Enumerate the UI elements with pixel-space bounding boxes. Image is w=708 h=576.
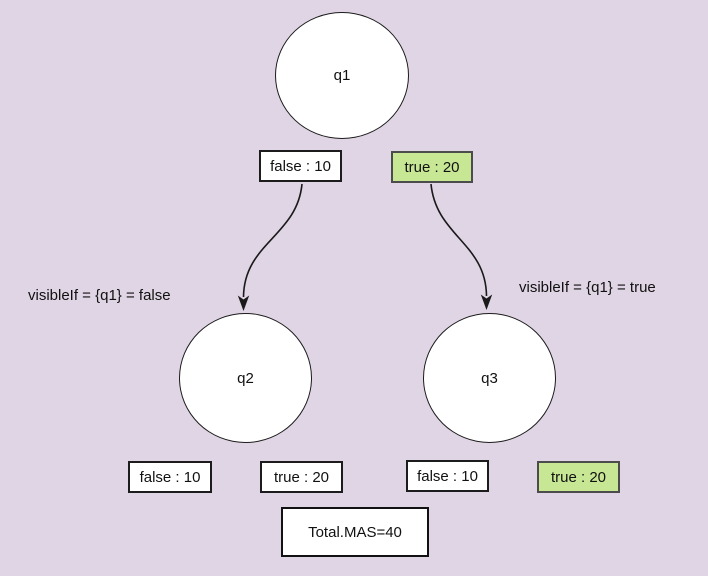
value-box-q1-false[interactable]: false : 10 [259,150,342,182]
visibleif-annotation-left-text: visibleIf = {q1} = false [28,287,171,304]
total-box[interactable]: Total.MAS=40 [281,507,429,557]
edge-q1-true-to-q3 [430,183,488,297]
value-box-q2-true-label: true : 20 [273,468,330,486]
visibleif-annotation-right: visibleIf = {q1} = true [519,279,656,296]
arrowhead-to-q2-icon [237,295,250,311]
visibleif-annotation-right-text: visibleIf = {q1} = true [519,279,656,296]
value-box-q2-false-label: false : 10 [139,468,201,486]
value-box-q1-true-label: true : 20 [404,158,460,176]
node-q3[interactable]: q3 [423,313,556,443]
node-q2[interactable]: q2 [179,313,312,443]
value-box-q3-true-label: true : 20 [550,468,607,486]
node-q1[interactable]: q1 [275,12,409,139]
value-box-q3-false[interactable]: false : 10 [406,460,489,492]
node-q1-label: q1 [333,67,351,84]
value-box-q3-false-label: false : 10 [417,467,478,485]
value-box-q2-false[interactable]: false : 10 [128,461,212,493]
edge-q1-false-to-q2 [242,183,303,298]
value-box-q1-false-label: false : 10 [270,157,331,175]
total-box-label: Total.MAS=40 [308,523,402,541]
node-q3-label: q3 [481,369,498,387]
node-q2-label: q2 [237,369,254,387]
visibleif-annotation-left: visibleIf = {q1} = false [28,287,171,304]
arrowhead-to-q3-icon [480,294,493,310]
value-box-q3-true[interactable]: true : 20 [537,461,620,493]
value-box-q2-true[interactable]: true : 20 [260,461,343,493]
value-box-q1-true[interactable]: true : 20 [391,151,473,183]
